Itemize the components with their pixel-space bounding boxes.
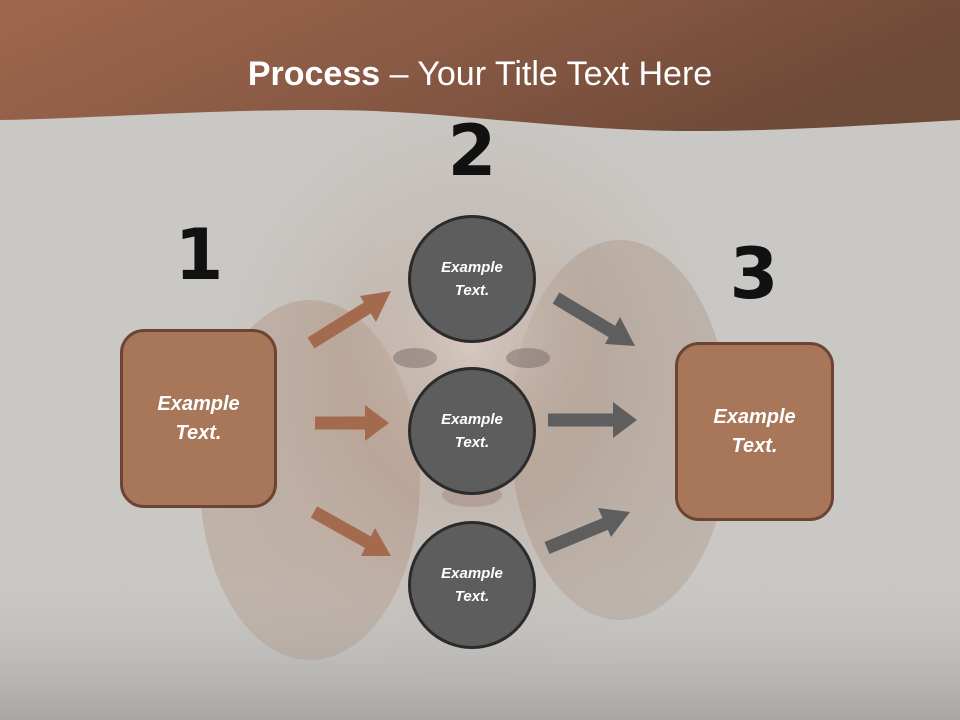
step-3-text: Example Text. [713, 405, 796, 457]
title-rest: – Your Title Text Here [380, 55, 713, 93]
step-2-circle-bottom: Example Text. [408, 521, 536, 649]
arrow-from-bottom [544, 508, 630, 555]
step-1-box: Example Text. [120, 329, 277, 508]
arrow-to-middle [315, 405, 389, 441]
step-number-2: 2 [447, 110, 497, 192]
page-title: Process – Your Title Text Here [0, 52, 960, 96]
step-number-1: 1 [174, 214, 224, 296]
step-1-text: Example Text. [157, 392, 240, 444]
arrow-to-top [307, 291, 391, 349]
step-3-box: Example Text. [675, 342, 834, 521]
step-2-item-2-text: Example Text. [441, 411, 503, 451]
step-number-3: 3 [729, 233, 779, 315]
header-band [0, 0, 960, 131]
step-2-item-1-text: Example Text. [441, 259, 503, 299]
arrow-to-bottom [310, 506, 391, 556]
arrow-from-middle [548, 402, 637, 438]
step-2-circle-middle: Example Text. [408, 367, 536, 495]
title-bold: Process [247, 55, 381, 93]
arrow-from-top [552, 292, 635, 346]
step-2-circle-top: Example Text. [408, 215, 536, 343]
step-2-item-3-text: Example Text. [441, 565, 503, 605]
